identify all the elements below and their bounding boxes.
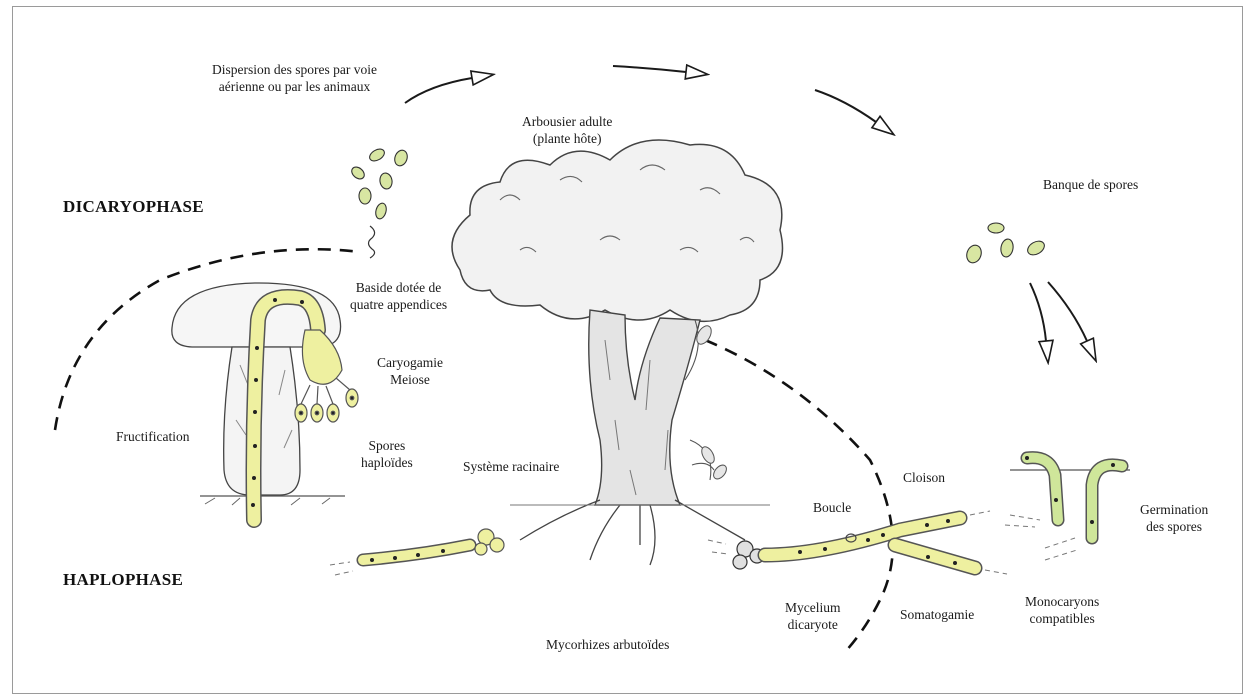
- label-germination-line1: Germination: [1140, 501, 1208, 518]
- label-monocaryons-line2: compatibles: [1025, 610, 1099, 627]
- label-arbousier-line1: Arbousier adulte: [522, 113, 612, 130]
- label-mycorhizes-arbutoides: Mycorhizes arbutoïdes: [546, 636, 669, 653]
- label-caryogamie-line2: Meiose: [377, 371, 443, 388]
- label-dispersion-line2: aérienne ou par les animaux: [212, 78, 377, 95]
- airborne-spores: [349, 147, 409, 220]
- basidium: [295, 330, 358, 422]
- spore-bank: [964, 223, 1046, 265]
- label-dispersion-line1: Dispersion des spores par voie: [212, 61, 377, 78]
- label-banque-spores: Banque de spores: [1043, 176, 1138, 193]
- label-systeme-racinaire: Système racinaire: [463, 458, 559, 475]
- label-arbousier: Arbousier adulte (plante hôte): [522, 113, 612, 147]
- label-germination: Germination des spores: [1140, 501, 1208, 535]
- label-baside-line1: Baside dotée de: [350, 279, 447, 296]
- label-spores-line2: haploïdes: [361, 454, 413, 471]
- label-cloison: Cloison: [903, 469, 945, 486]
- basidium-tip: [369, 226, 375, 258]
- tree-trunk: [589, 310, 700, 505]
- label-arbousier-line2: (plante hôte): [522, 130, 612, 147]
- label-germination-line2: des spores: [1140, 518, 1208, 535]
- label-mycelium-line2: dicaryote: [785, 616, 841, 633]
- label-baside: Baside dotée de quatre appendices: [350, 279, 447, 313]
- label-mycelium-line1: Mycelium: [785, 599, 841, 616]
- mycorrhiza-left: [475, 529, 504, 555]
- label-spores-line1: Spores: [361, 437, 413, 454]
- label-caryogamie-line1: Caryogamie: [377, 354, 443, 371]
- label-baside-line2: quatre appendices: [350, 296, 447, 313]
- arrow-2: [613, 66, 686, 72]
- tree-roots: [520, 500, 745, 565]
- phase-label-dicaryophase: DICARYOPHASE: [63, 197, 204, 217]
- label-spores-haploides: Spores haploïdes: [361, 437, 413, 471]
- germinating-spore-2: [1090, 463, 1122, 538]
- label-fructification: Fructification: [116, 428, 189, 445]
- arrow-5: [1048, 282, 1087, 341]
- label-somatogamie: Somatogamie: [900, 606, 974, 623]
- arrow-4: [1030, 283, 1046, 341]
- label-monocaryons-line1: Monocaryons: [1025, 593, 1099, 610]
- label-monocaryons: Monocaryons compatibles: [1025, 593, 1099, 627]
- arrow-3: [815, 90, 876, 122]
- germinating-spore-1: [1025, 456, 1058, 520]
- label-boucle: Boucle: [813, 499, 851, 516]
- label-dispersion: Dispersion des spores par voie aérienne …: [212, 61, 377, 95]
- tree-canopy: [452, 140, 783, 321]
- phase-label-haplophase: HAPLOPHASE: [63, 570, 183, 590]
- label-mycelium-dicaryote: Mycelium dicaryote: [785, 599, 841, 633]
- arrow-1: [405, 78, 472, 103]
- label-caryogamie: Caryogamie Meiose: [377, 354, 443, 388]
